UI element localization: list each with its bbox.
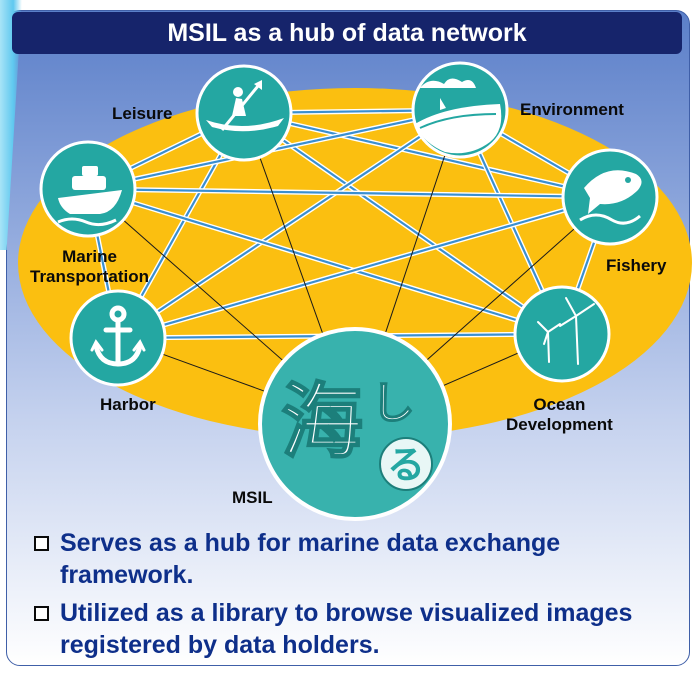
bullet-list: Serves as a hub for marine data exchange… bbox=[32, 527, 682, 667]
label-msil: MSIL bbox=[232, 488, 273, 507]
msil-logo-char-3: る bbox=[387, 443, 425, 487]
bullet-text: Serves as a hub for marine data exchange… bbox=[60, 529, 561, 589]
network-link bbox=[117, 109, 461, 339]
node-msil-hub: 海 し る bbox=[258, 327, 452, 521]
network-link bbox=[243, 111, 611, 199]
title-bar: MSIL as a hub of data network bbox=[12, 12, 682, 54]
anchor-icon bbox=[90, 305, 146, 367]
label-fishery: Fishery bbox=[606, 256, 667, 275]
label-harbor: Harbor bbox=[100, 395, 156, 414]
bullet-text: Utilized as a library to browse visualiz… bbox=[60, 599, 633, 659]
label-marine-line: Marine Transportation bbox=[30, 247, 150, 286]
ship-icon bbox=[57, 166, 122, 227]
bullet-item: Serves as a hub for marine data exchange… bbox=[32, 527, 682, 591]
node-harbor bbox=[69, 289, 167, 387]
label-leisure: Leisure bbox=[112, 104, 173, 123]
network-link bbox=[87, 187, 611, 199]
fish-icon bbox=[579, 170, 642, 225]
node-ocean bbox=[513, 285, 611, 383]
kayak-icon bbox=[206, 80, 284, 132]
checkbox-bullet-icon bbox=[34, 606, 49, 621]
msil-logo-char-2: し bbox=[371, 378, 415, 429]
coast-icon bbox=[415, 78, 502, 154]
node-leisure bbox=[195, 64, 293, 162]
label-ocean-development: Ocean Development bbox=[506, 395, 613, 434]
msil-logo-char-1: 海 bbox=[281, 375, 363, 470]
node-fishery bbox=[561, 148, 659, 246]
label-environment: Environment bbox=[520, 100, 624, 119]
network-link bbox=[117, 195, 611, 340]
bullet-item: Utilized as a library to browse visualiz… bbox=[32, 597, 682, 661]
node-marine bbox=[39, 140, 137, 238]
node-environment bbox=[411, 61, 509, 159]
label-marine-transportation: Marine Transportation bbox=[30, 247, 149, 287]
page-title: MSIL as a hub of data network bbox=[167, 18, 527, 47]
wind-turbine-icon bbox=[537, 297, 595, 365]
network-link bbox=[243, 112, 563, 335]
checkbox-bullet-icon bbox=[34, 536, 49, 551]
